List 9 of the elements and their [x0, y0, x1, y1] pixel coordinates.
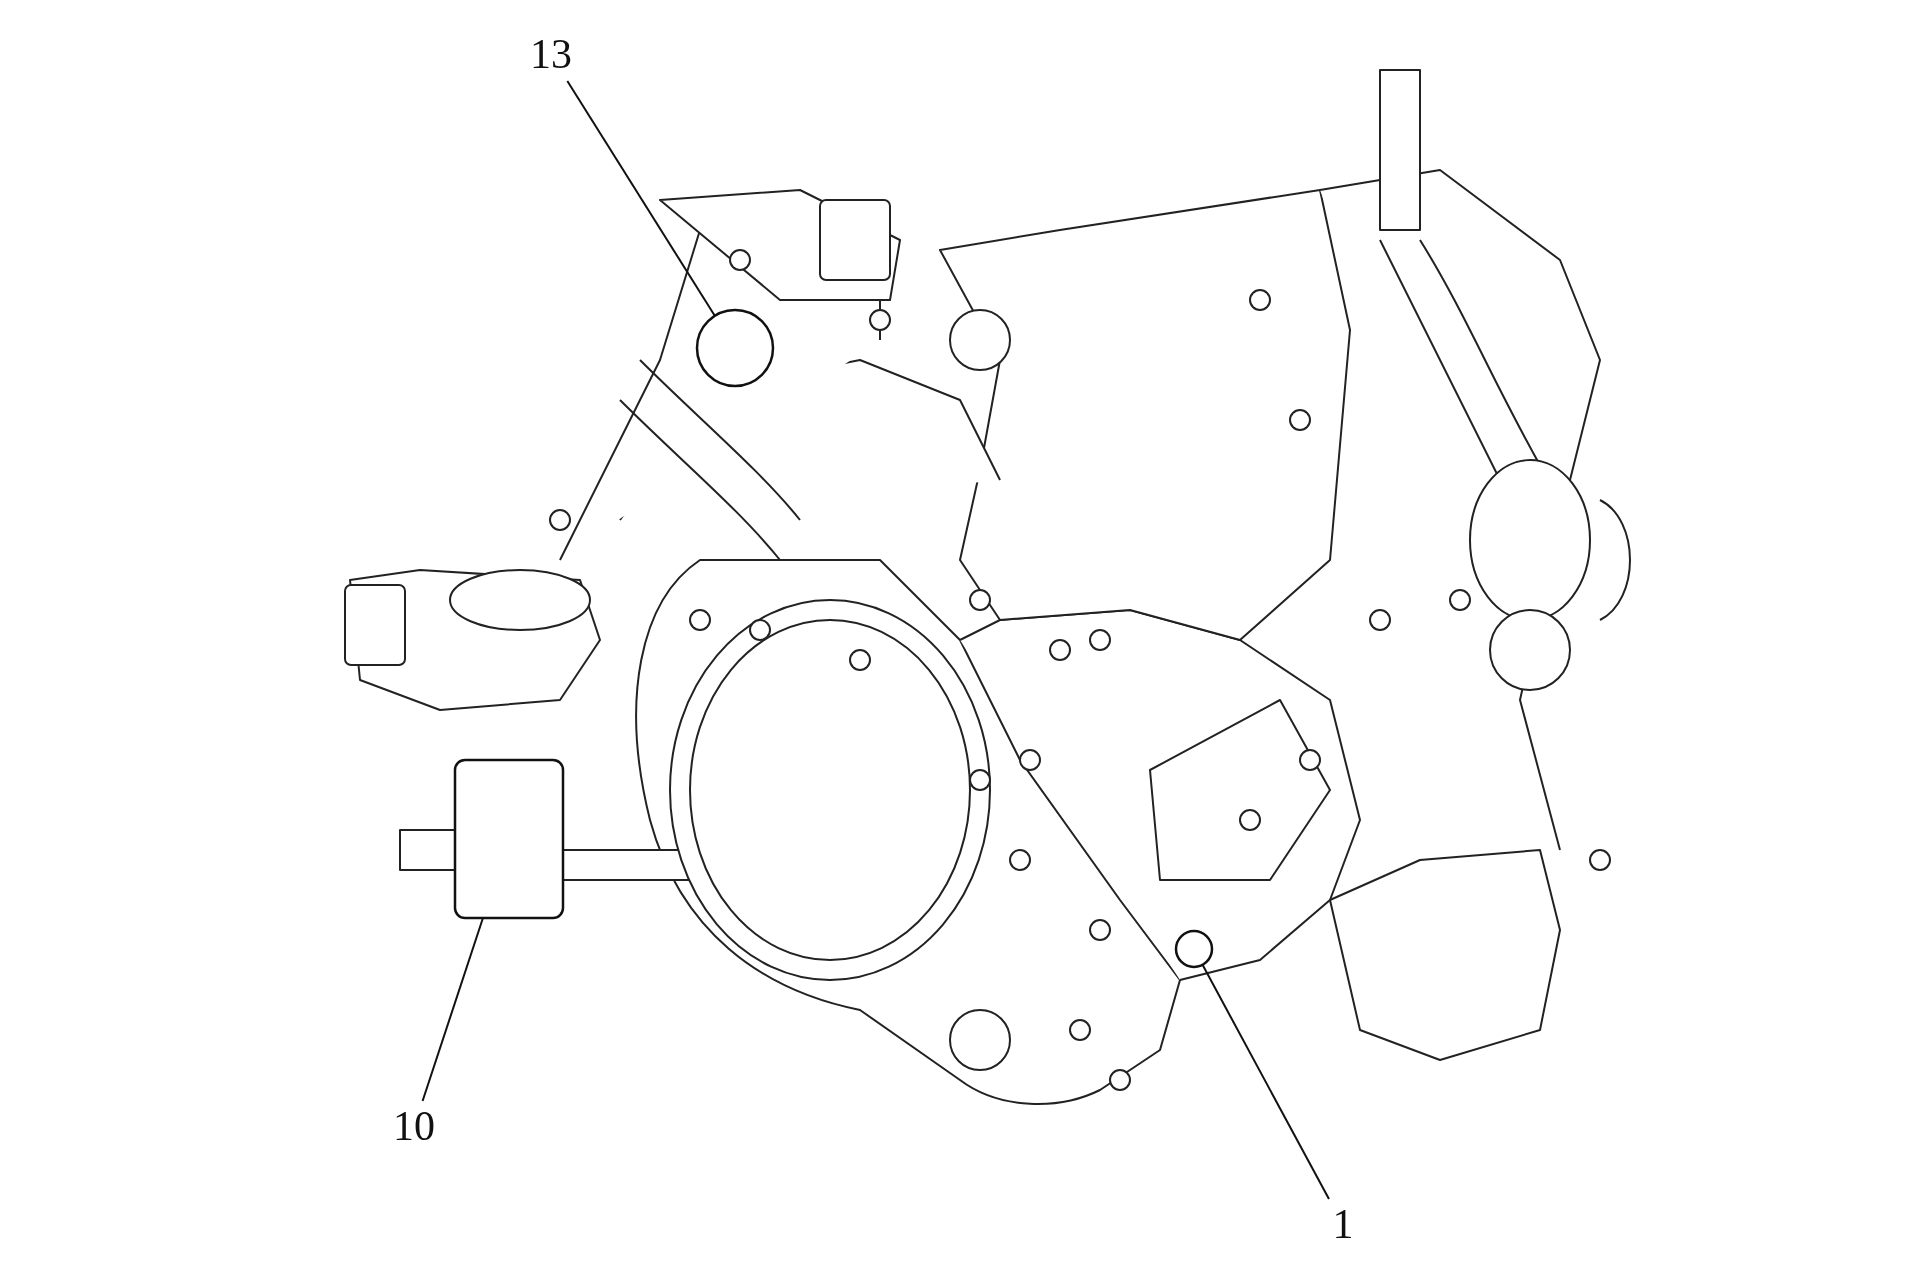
leader-line	[421, 917, 484, 1102]
leader-line	[1201, 963, 1330, 1200]
bolt-head	[1174, 929, 1214, 969]
leader-line	[566, 80, 716, 317]
callout-number: 10	[386, 1105, 442, 1149]
throttle-bore	[695, 308, 775, 388]
actuator-housing	[453, 758, 565, 920]
callout-number: 13	[523, 33, 579, 77]
callout-number: 1	[1326, 1203, 1360, 1247]
